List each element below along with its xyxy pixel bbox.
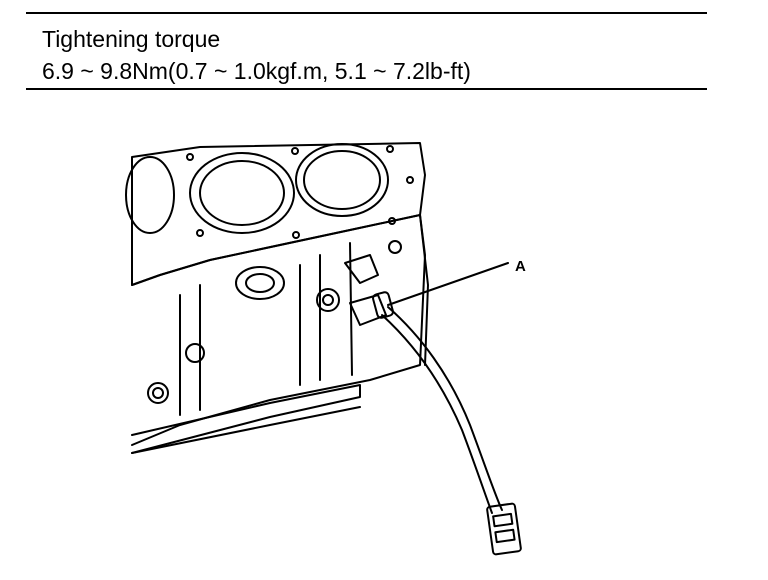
oil-port-boss [235,266,285,300]
cylinder-bore-3-inner [303,150,381,210]
sensor-body [349,294,387,326]
cylinder-bore-2 [189,152,295,234]
cylinder-bore-2-inner [199,160,285,226]
bolt-boss-1 [185,343,205,363]
cylinder-bore-3 [295,143,389,217]
block-side-face [131,214,426,446]
bolt-boss-2 [147,382,169,404]
cylinder-bore-1 [125,156,175,234]
torque-spec-box: Tightening torque 6.9 ~ 9.8Nm(0.7 ~ 1.0k… [26,12,707,90]
sensor-bolt [316,288,340,312]
sensor-cable [387,306,503,511]
callout-leader-line [387,262,509,306]
callout-label-a: A [515,258,526,275]
engine-block-illustration [125,142,522,556]
spec-value: 6.9 ~ 9.8Nm(0.7 ~ 1.0kgf.m, 5.1 ~ 7.2lb-… [42,58,471,84]
spec-title: Tightening torque [42,26,221,52]
sensor-connector [486,502,522,556]
